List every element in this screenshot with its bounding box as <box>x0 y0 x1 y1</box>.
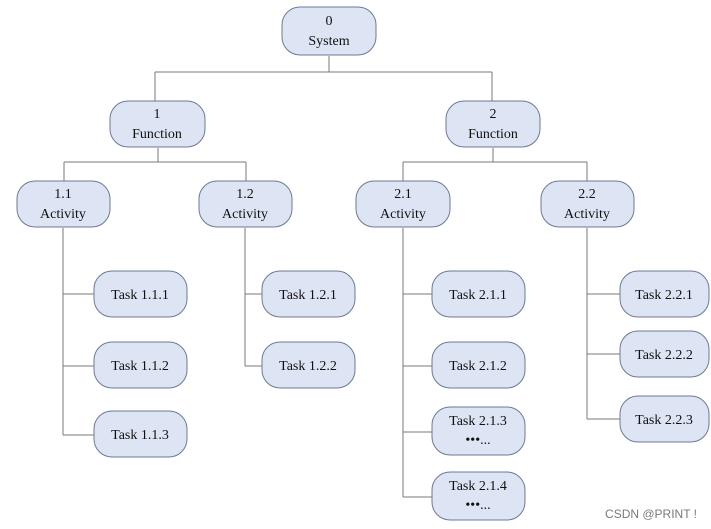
node-system-number: 0 <box>326 14 333 29</box>
connector-activity11-tasks <box>62 228 94 436</box>
node-task-2-2-2: Task 2.2.2 <box>619 330 710 378</box>
node-function-2: 2 Function <box>445 100 541 148</box>
connector-system-functions <box>154 56 493 101</box>
node-task-1-2-1: Task 1.2.1 <box>261 270 356 318</box>
node-activity-1-2: 1.2 Activity <box>198 180 293 228</box>
task-label: Task 2.1.1 <box>449 288 507 303</box>
task-ellipsis: •••... <box>465 498 490 513</box>
node-system: 0 System <box>281 6 377 56</box>
connector-activity21-tasks <box>402 228 432 498</box>
node-activity-1-1: 1.1 Activity <box>16 180 111 228</box>
connector-function2-activities <box>402 148 588 181</box>
node-task-1-1-1: Task 1.1.1 <box>93 270 188 318</box>
connector-activity22-tasks <box>586 228 620 420</box>
node-activity-1-2-label: Activity <box>222 207 268 222</box>
node-task-2-1-1: Task 2.1.1 <box>431 270 526 318</box>
connector-activity12-tasks <box>244 228 262 367</box>
node-task-1-1-3: Task 1.1.3 <box>93 410 188 458</box>
task-label: Task 1.2.1 <box>279 288 337 303</box>
node-task-1-1-2: Task 1.1.2 <box>93 341 188 389</box>
node-task-2-2-3: Task 2.2.3 <box>619 395 710 443</box>
task-label: Task 2.2.2 <box>635 348 693 363</box>
task-label: Task 1.1.1 <box>111 288 169 303</box>
node-activity-1-2-number: 1.2 <box>236 187 254 202</box>
connectors <box>62 56 620 498</box>
task-label: Task 2.1.4 <box>449 479 507 494</box>
task-label: Task 1.1.3 <box>111 428 169 443</box>
node-task-2-1-2: Task 2.1.2 <box>431 341 526 389</box>
node-activity-2-2: 2.2 Activity <box>540 180 635 228</box>
node-function-1-label: Function <box>132 127 182 142</box>
task-label: Task 1.2.2 <box>279 359 337 374</box>
task-label: Task 2.2.1 <box>635 288 693 303</box>
node-function-2-number: 2 <box>490 107 497 122</box>
task-label: Task 2.1.3 <box>449 414 507 429</box>
node-system-label: System <box>308 34 349 49</box>
node-task-1-2-2: Task 1.2.2 <box>261 341 356 389</box>
connector-function1-activities <box>63 148 247 181</box>
node-task-2-1-3: Task 2.1.3 •••... <box>431 406 526 456</box>
node-function-1: 1 Function <box>109 100 206 148</box>
task-label: Task 1.1.2 <box>111 359 169 374</box>
node-function-2-label: Function <box>468 127 518 142</box>
watermark-text: CSDN @PRINT ! <box>605 507 697 521</box>
node-activity-2-1: 2.1 Activity <box>355 180 451 228</box>
node-task-2-1-4: Task 2.1.4 •••... <box>431 471 526 521</box>
task-label: Task 2.1.2 <box>449 359 507 374</box>
node-activity-1-1-label: Activity <box>40 207 86 222</box>
node-activity-2-2-number: 2.2 <box>578 187 596 202</box>
node-activity-2-2-label: Activity <box>564 207 610 222</box>
node-task-2-2-1: Task 2.2.1 <box>619 270 710 318</box>
task-label: Task 2.2.3 <box>635 413 693 428</box>
node-activity-2-1-label: Activity <box>380 207 426 222</box>
node-activity-2-1-number: 2.1 <box>394 187 412 202</box>
node-activity-1-1-number: 1.1 <box>54 187 72 202</box>
node-function-1-number: 1 <box>154 107 161 122</box>
task-ellipsis: •••... <box>465 433 490 448</box>
